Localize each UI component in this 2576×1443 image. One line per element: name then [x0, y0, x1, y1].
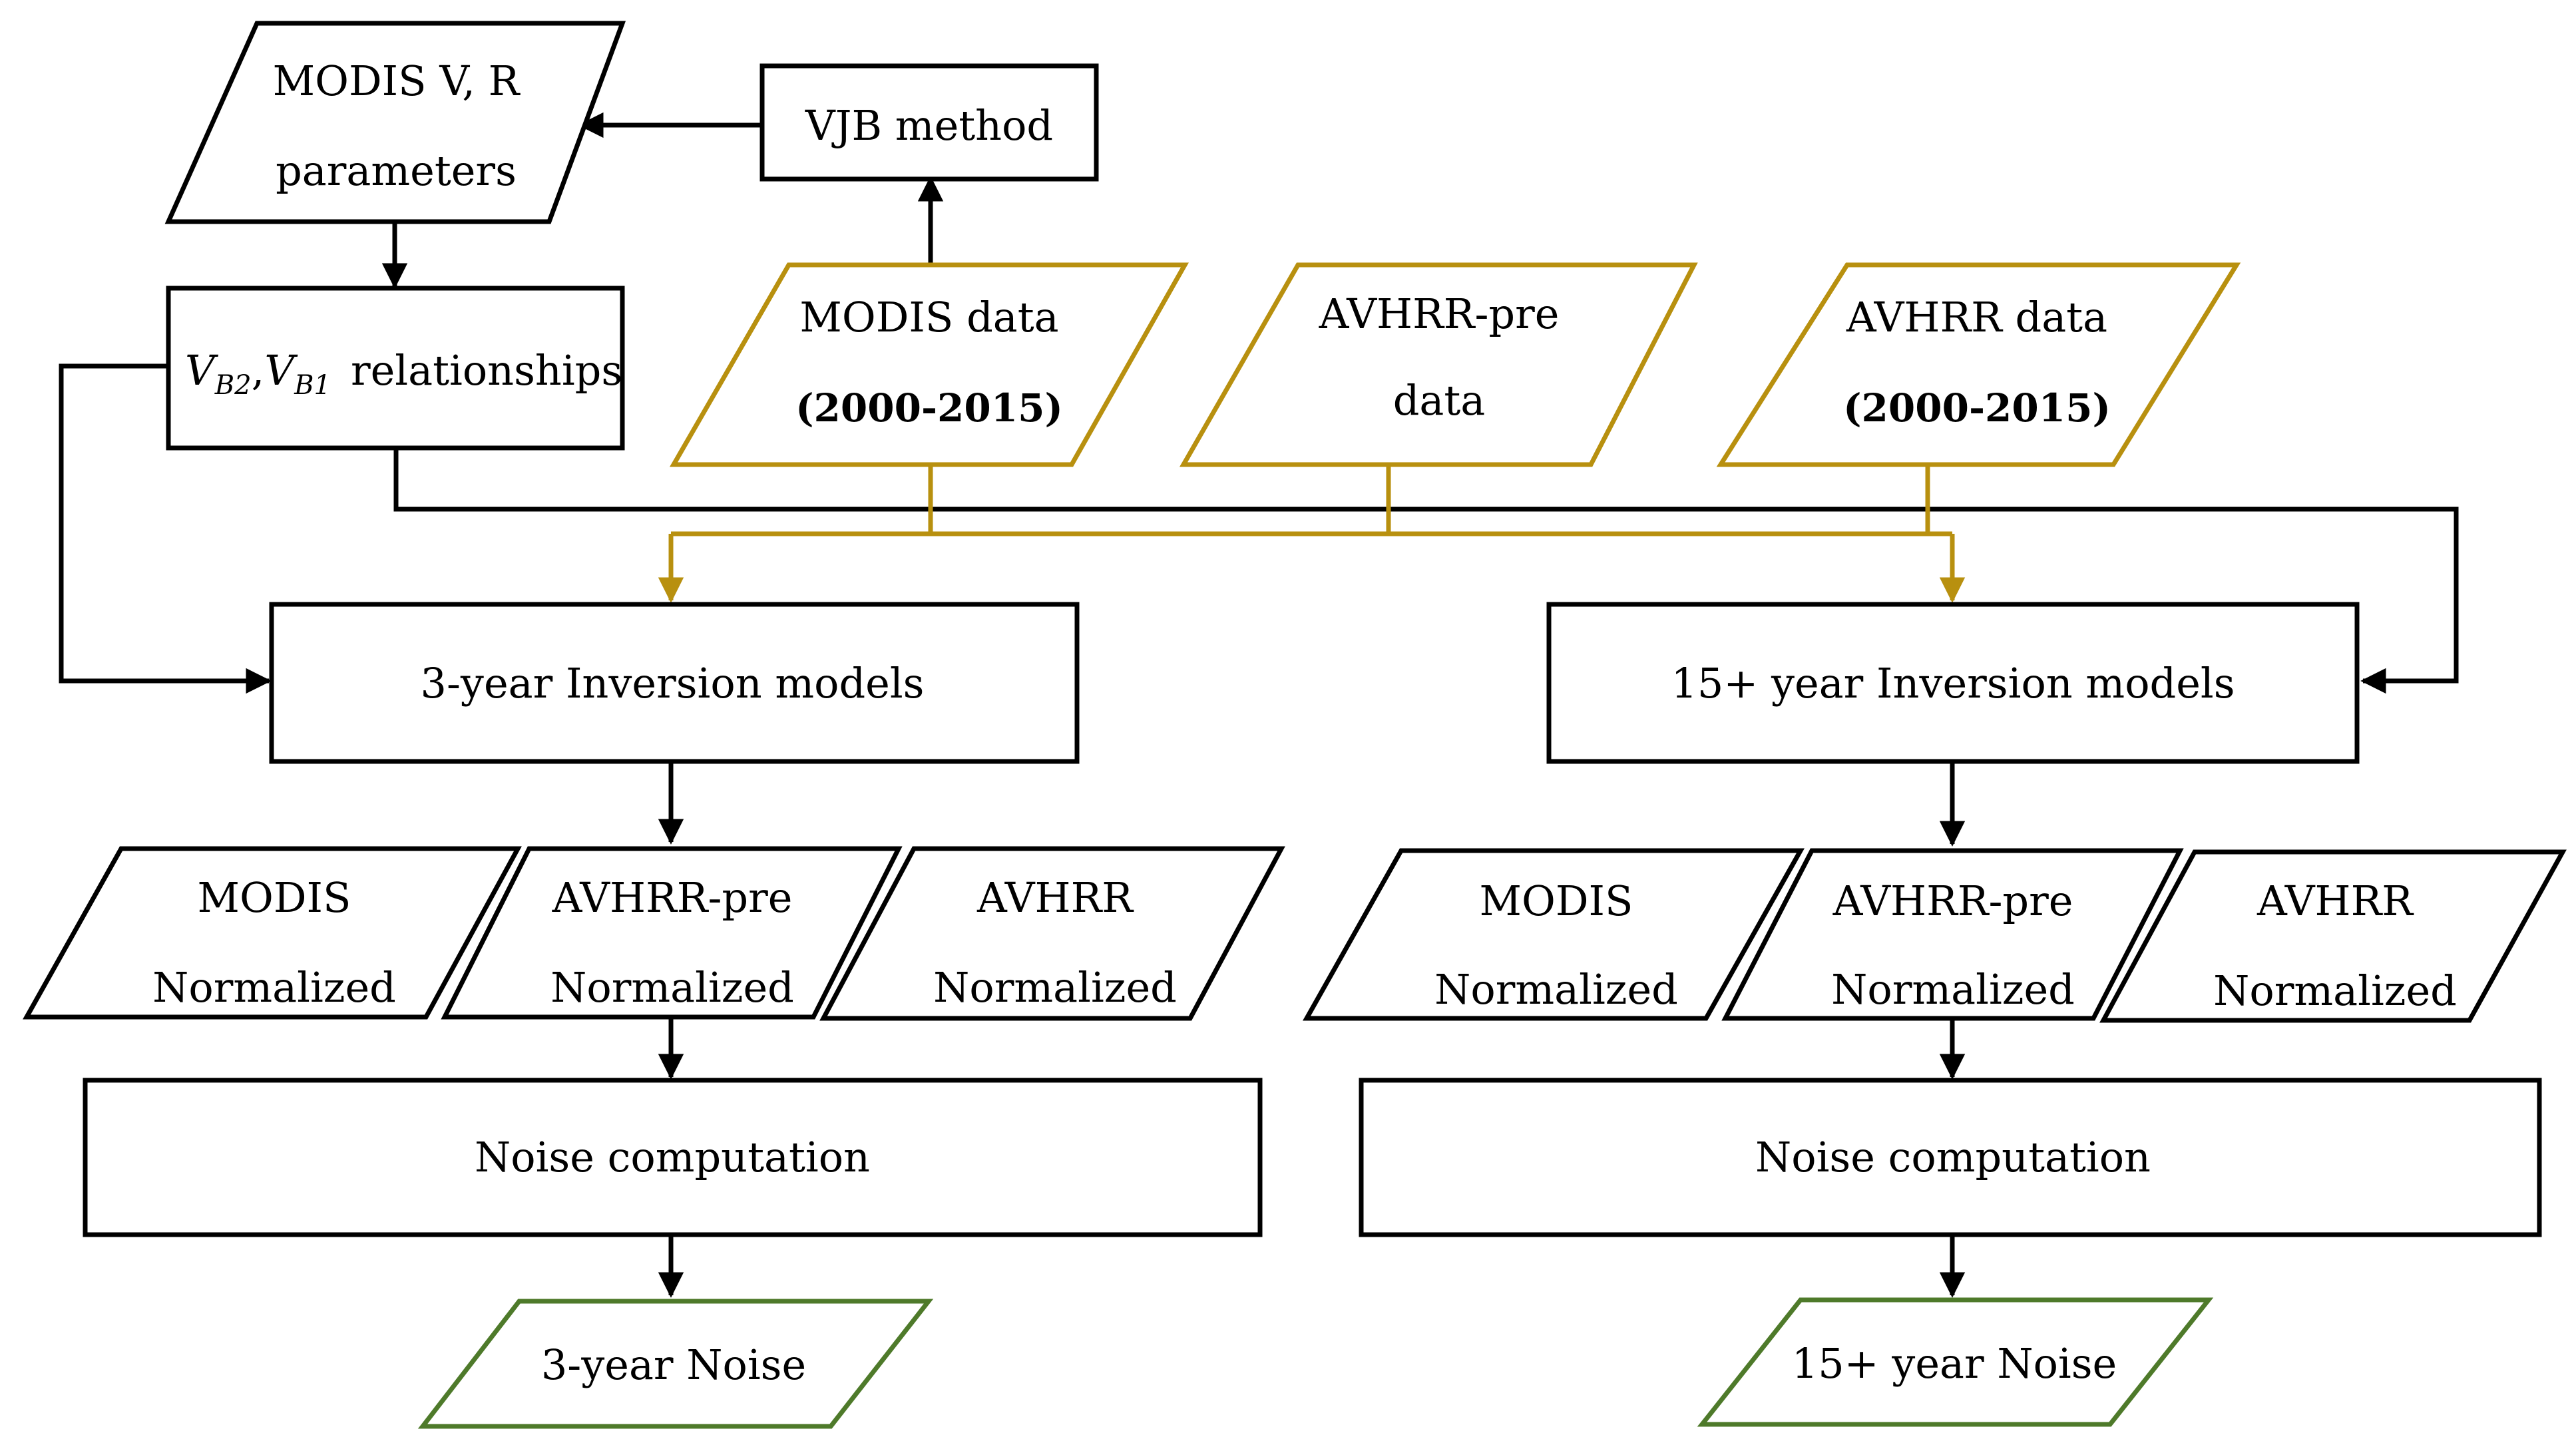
- right-norm-avhrr-pre-line2: Normalized: [1831, 965, 2075, 1014]
- right-model-node: 15+ year Inversion models: [1546, 602, 2360, 764]
- 3yr-noise-comp-label: Noise computation: [475, 1133, 870, 1181]
- modis-params-line2: parameters: [276, 146, 517, 195]
- avhrr-pre-data-shape: [1179, 262, 1698, 467]
- left-norm-modis-line2: Normalized: [152, 963, 396, 1012]
- 3yr-models-box: [269, 602, 1080, 764]
- left-model-node: 3-year Inversion models: [269, 602, 1080, 764]
- right-norm-modis-line1: MODIS: [1480, 877, 1633, 925]
- left-norm-avhrr-line2: Normalized: [933, 963, 1177, 1012]
- 15yr-models-box: [1546, 602, 2360, 764]
- modis-params-shape: [164, 21, 626, 224]
- avhrr-data-line1: AVHRR data: [1846, 293, 2107, 341]
- modis-data-line1: MODIS data: [799, 293, 1058, 341]
- right-output-node: 15+ year Noise: [1697, 1297, 2214, 1427]
- left-normalized-avhrr-pre: AVHRR-pre Normalized: [441, 846, 903, 1020]
- 3yr-noise-shape: [417, 1299, 934, 1429]
- avhrr-pre-data-node: AVHRR-pre data: [1179, 262, 1698, 467]
- right-norm-avhrr-line1: AVHRR: [2256, 877, 2414, 925]
- left-noise-comp-node: Noise computation: [83, 1078, 1263, 1237]
- left-normalized-modis: MODIS Normalized: [23, 846, 522, 1020]
- right-norm-modis-shape: [1303, 848, 1805, 1021]
- avhrr-pre-data-line2: data: [1393, 376, 1486, 425]
- modis-data-node: MODIS data (2000-2015): [669, 262, 1189, 467]
- right-normalized-avhrr: AVHRR Normalized: [2099, 849, 2567, 1023]
- right-norm-avhrr-line2: Normalized: [2213, 966, 2457, 1015]
- modis-data-shape: [669, 262, 1189, 467]
- 15yr-noise-shape: [1697, 1297, 2214, 1427]
- 15yr-models-label: 15+ year Inversion models: [1671, 659, 2235, 708]
- arrow-relationships-to-3yr-models: [59, 363, 272, 694]
- 3yr-noise-label: 3-year Noise: [541, 1340, 806, 1389]
- modis-params-node: MODIS V, R parameters: [164, 21, 626, 224]
- connectors: [59, 112, 2459, 1298]
- 3yr-noise-comp-box: [83, 1078, 1263, 1237]
- avhrr-pre-data-line1: AVHRR-pre: [1319, 290, 1560, 338]
- right-norm-avhrr-pre-line1: AVHRR-pre: [1832, 877, 2073, 925]
- 15yr-noise-comp-label: Noise computation: [1755, 1133, 2151, 1181]
- left-norm-modis-shape: [23, 846, 522, 1020]
- modis-params-line1: MODIS V, R: [273, 57, 521, 105]
- right-norm-modis-line2: Normalized: [1434, 965, 1678, 1014]
- right-noise-comp-node: Noise computation: [1359, 1078, 2542, 1237]
- left-norm-avhrr-pre-shape: [441, 846, 903, 1020]
- avhrr-data-shape: [1716, 262, 2241, 467]
- left-norm-avhrr-pre-line2: Normalized: [550, 963, 794, 1012]
- 15yr-noise-comp-box: [1359, 1078, 2542, 1237]
- left-normalized-avhrr: AVHRR Normalized: [819, 846, 1285, 1021]
- vjb-method-label: VJB method: [805, 101, 1053, 150]
- modis-data-line2: (2000-2015): [795, 385, 1063, 431]
- 15yr-noise-label: 15+ year Noise: [1792, 1339, 2117, 1388]
- left-norm-avhrr-pre-line1: AVHRR-pre: [552, 873, 793, 922]
- right-normalized-modis: MODIS Normalized: [1303, 848, 1805, 1021]
- right-norm-avhrr-shape: [2099, 849, 2567, 1023]
- right-norm-avhrr-pre-shape: [1721, 848, 2184, 1021]
- avhrr-data-node: AVHRR data (2000-2015): [1716, 262, 2241, 467]
- left-norm-modis-line1: MODIS: [198, 873, 351, 922]
- arrow-relationships-to-15yr-models: [393, 448, 2459, 694]
- vjb-method-node: VJB method: [759, 63, 1099, 182]
- relationships-box: [166, 286, 625, 451]
- left-output-node: 3-year Noise: [417, 1299, 934, 1429]
- left-norm-avhrr-line1: AVHRR: [976, 873, 1134, 922]
- avhrr-data-line2: (2000-2015): [1843, 385, 2111, 431]
- 3yr-models-label: 3-year Inversion models: [421, 659, 925, 708]
- left-norm-avhrr-shape: [819, 846, 1285, 1021]
- right-normalized-avhrr-pre: AVHRR-pre Normalized: [1721, 848, 2184, 1021]
- vjb-method-box: [759, 63, 1099, 182]
